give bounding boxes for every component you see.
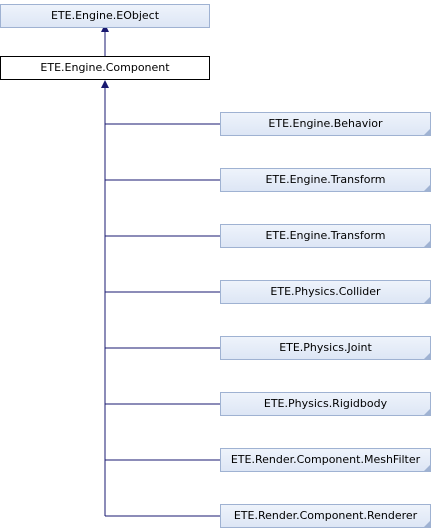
class-node-component: ETE.Engine.Component [0,56,210,80]
class-node-transform[interactable]: ETE.Engine.Transform [220,224,431,248]
class-node-collider[interactable]: ETE.Physics.Collider [220,280,431,304]
class-node-joint[interactable]: ETE.Physics.Joint [220,336,431,360]
class-node-eobject[interactable]: ETE.Engine.EObject [0,4,210,28]
class-node-transform[interactable]: ETE.Engine.Transform [220,168,431,192]
class-node-meshfilter[interactable]: ETE.Render.Component.MeshFilter [220,448,431,472]
class-node-behavior[interactable]: ETE.Engine.Behavior [220,112,431,136]
class-node-renderer[interactable]: ETE.Render.Component.Renderer [220,504,431,528]
class-node-rigidbody[interactable]: ETE.Physics.Rigidbody [220,392,431,416]
